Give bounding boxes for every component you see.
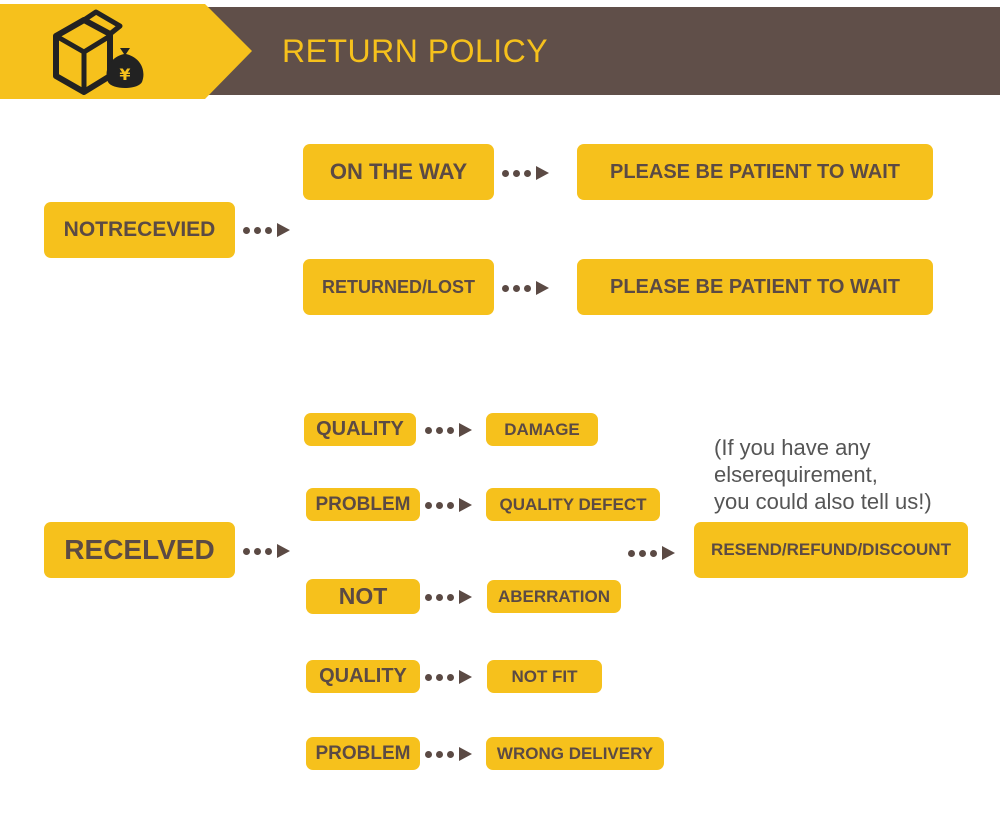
- extra-requirement-note: (If you have any elserequirement, you co…: [714, 434, 964, 515]
- connector-arrow: [628, 546, 675, 560]
- connector-arrow: [502, 166, 549, 180]
- problem-box-2: PROBLEM: [306, 737, 420, 770]
- quality-defect-box: QUALITY DEFECT: [486, 488, 660, 521]
- aberration-label: ABERRATION: [497, 586, 611, 606]
- problem-label-1: PROBLEM: [315, 493, 411, 515]
- not-fit-box: NOT FIT: [487, 660, 602, 693]
- svg-text:¥: ¥: [119, 65, 130, 84]
- wait-label-2: PLEASE BE PATIENT TO WAIT: [609, 275, 901, 298]
- wrong-delivery-label: WRONG DELIVERY: [496, 743, 654, 763]
- quality-label-1: QUALITY: [316, 418, 404, 440]
- header-band: [200, 7, 1000, 95]
- not-label: NOT: [338, 583, 388, 609]
- connector-arrow: [502, 281, 549, 295]
- quality-defect-label: QUALITY DEFECT: [499, 494, 647, 514]
- not-fit-label: NOT FIT: [511, 666, 578, 686]
- received-box: RECELVED: [44, 522, 235, 578]
- damage-label: DAMAGE: [504, 419, 580, 439]
- aberration-box: ABERRATION: [487, 580, 621, 613]
- problem-box-1: PROBLEM: [306, 488, 420, 521]
- resend-refund-discount-box: RESEND/REFUND/DISCOUNT: [694, 522, 968, 578]
- connector-arrow: [425, 590, 472, 604]
- connector-arrow: [243, 544, 290, 558]
- on-the-way-box: ON THE WAY: [303, 144, 494, 200]
- returned-lost-box: RETURNED/LOST: [303, 259, 494, 315]
- problem-label-2: PROBLEM: [315, 742, 411, 764]
- connector-arrow: [425, 498, 472, 512]
- note-line-2: elserequirement,: [714, 462, 878, 487]
- returned-lost-label: RETURNED/LOST: [322, 276, 475, 297]
- connector-arrow: [425, 747, 472, 761]
- wait-box-1: PLEASE BE PATIENT TO WAIT: [577, 144, 933, 200]
- note-line-1: (If you have any: [714, 435, 871, 460]
- wait-label-1: PLEASE BE PATIENT TO WAIT: [609, 160, 901, 183]
- not-received-box: NOTRECEVIED: [44, 202, 235, 258]
- resend-refund-discount-label: RESEND/REFUND/DISCOUNT: [711, 540, 951, 559]
- connector-arrow: [243, 223, 290, 237]
- quality-label-2: QUALITY: [319, 665, 407, 687]
- not-box: NOT: [306, 579, 420, 614]
- damage-box: DAMAGE: [486, 413, 598, 446]
- not-received-label: NOTRECEVIED: [63, 218, 216, 241]
- quality-box-1: QUALITY: [304, 413, 416, 446]
- wait-box-2: PLEASE BE PATIENT TO WAIT: [577, 259, 933, 315]
- wrong-delivery-box: WRONG DELIVERY: [486, 737, 664, 770]
- quality-box-2: QUALITY: [306, 660, 420, 693]
- connector-arrow: [425, 423, 472, 437]
- received-label: RECELVED: [64, 534, 215, 565]
- connector-arrow: [425, 670, 472, 684]
- page-title: RETURN POLICY: [282, 33, 549, 69]
- note-line-3: you could also tell us!): [714, 489, 932, 514]
- box-money-icon: ¥: [53, 9, 144, 95]
- on-the-way-label: ON THE WAY: [329, 159, 468, 184]
